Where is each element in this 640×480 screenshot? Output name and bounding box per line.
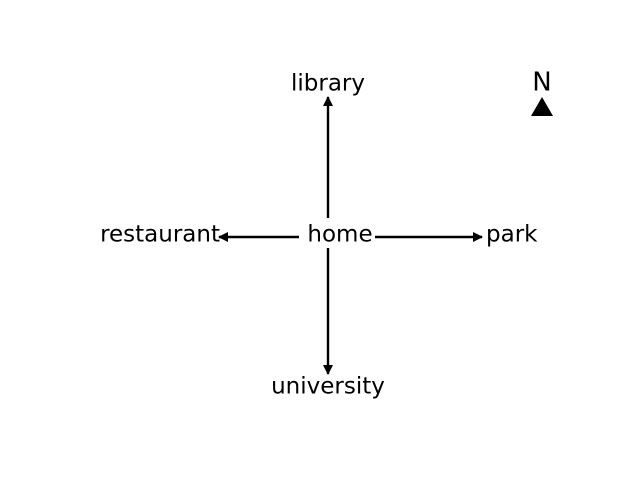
north-compass: N [531,68,553,116]
restaurant-label: restaurant [100,222,220,248]
home-label: home [307,222,372,248]
library-label: library [291,71,365,97]
north-letter: N [532,68,551,98]
park-label: park [486,222,538,248]
north-arrow-icon [531,97,553,116]
university-label: university [271,374,385,400]
